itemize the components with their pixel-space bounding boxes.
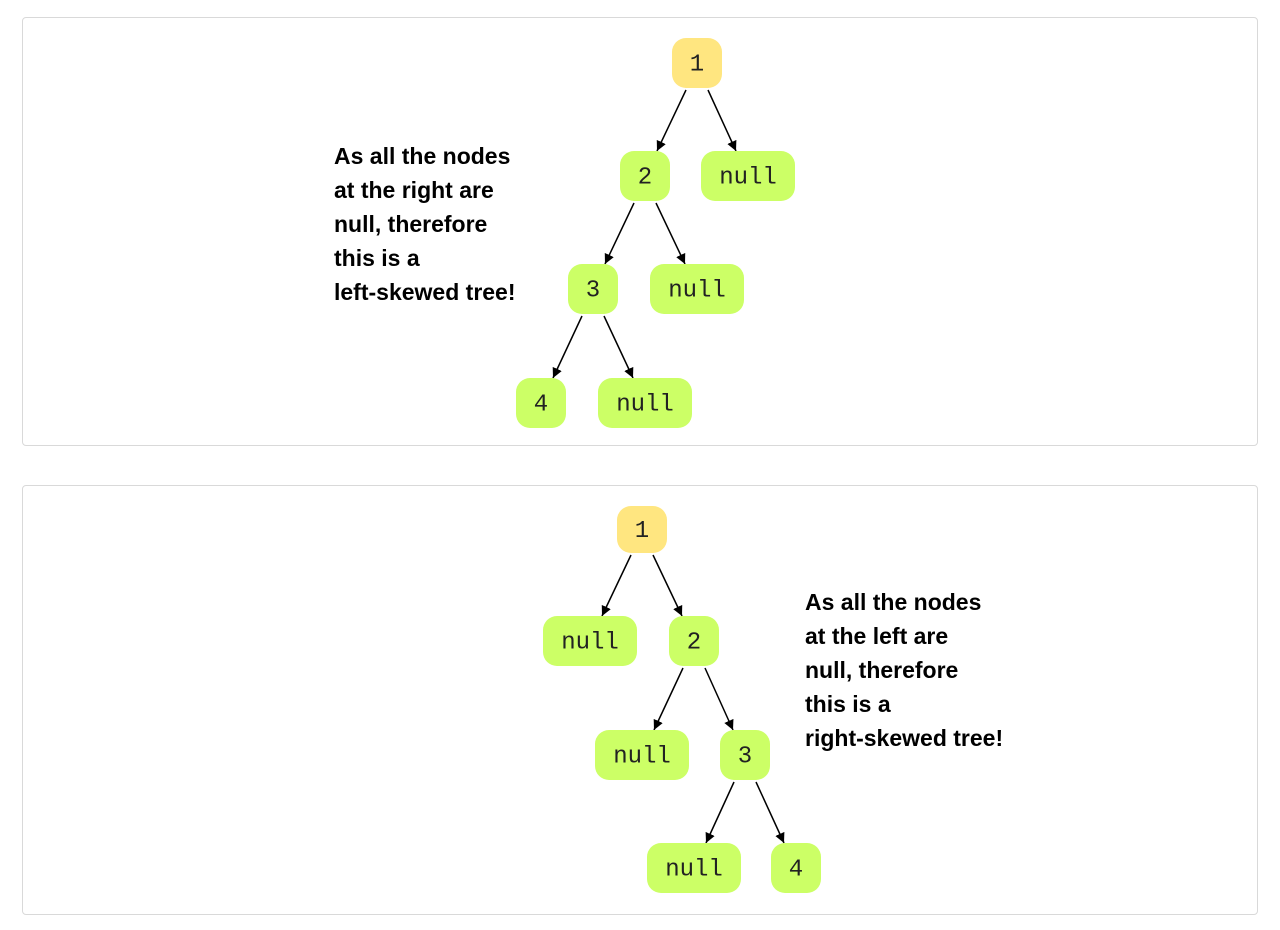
caption-line: right-skewed tree! [805,725,1004,751]
node-box [669,616,719,666]
node-label: null [719,164,777,191]
node-label: null [665,856,723,883]
node-box [595,730,689,780]
tree-node: 4 [771,843,821,893]
node-label: 2 [638,164,652,191]
edge-arrow [552,315,583,379]
tree-node: 3 [568,264,618,314]
caption-line: this is a [805,691,891,717]
tree-node: 4 [516,378,566,428]
edge-arrow [655,202,686,265]
caption-line: null, therefore [805,657,959,683]
node-box [598,378,692,428]
edge-arrow [603,315,634,379]
right-skewed-caption: As all the nodes at the left are null, t… [805,585,1003,755]
tree-node: 2 [669,616,719,666]
node-label: null [613,743,671,770]
node-box [701,151,795,201]
caption-line: As all the nodes [805,589,982,615]
node-box [647,843,741,893]
caption-line: left-skewed tree! [334,279,516,305]
node-box [672,38,722,88]
left-skewed-panel: 1 2 null 3 null 4 null As all the nodes at the… [22,17,1258,446]
node-label: 1 [635,518,649,545]
edge-arrow [707,89,737,152]
node-box [771,843,821,893]
tree-null-node: null [647,843,741,893]
caption-line: this is a [334,245,420,271]
node-label: 1 [690,51,704,78]
node-label: 3 [738,743,752,770]
edge-arrow [601,554,632,617]
tree-null-node: null [650,264,744,314]
node-box [720,730,770,780]
node-label: null [616,391,674,418]
node-box [620,151,670,201]
node-label: 3 [586,277,600,304]
left-skewed-tree-diagram: 1 2 null 3 null 4 null [516,38,795,428]
right-skewed-tree-diagram: 1 null 2 null 3 null 4 [543,506,821,893]
edge-arrow [755,781,785,844]
caption-line: As all the nodes [334,143,511,169]
tree-node: 3 [720,730,770,780]
caption-line: at the right are [334,177,494,203]
edge-arrow [704,667,734,731]
node-box [617,506,667,553]
tree-null-node: null [701,151,795,201]
node-box [543,616,637,666]
tree-null-node: null [598,378,692,428]
tree-node: 2 [620,151,670,201]
node-label: 4 [789,856,803,883]
node-box [650,264,744,314]
edge-arrow [656,89,687,152]
node-label: 2 [687,629,701,656]
edge-arrow [653,667,684,731]
caption-line: null, therefore [334,211,488,237]
node-label: null [668,277,726,304]
left-skewed-caption: As all the nodes at the right are null, … [334,139,516,309]
edge-arrow [652,554,683,617]
node-label: null [561,629,619,656]
tree-null-node: null [595,730,689,780]
node-label: 4 [534,391,548,418]
tree-root-node: 1 [617,506,667,553]
tree-null-node: null [543,616,637,666]
right-skewed-panel: 1 null 2 null 3 null 4 As all the nodes at the… [22,485,1258,915]
node-box [568,264,618,314]
edge-arrow [604,202,635,265]
node-box [516,378,566,428]
caption-line: at the left are [805,623,949,649]
tree-root-node: 1 [672,38,722,88]
edge-arrow [705,781,735,844]
